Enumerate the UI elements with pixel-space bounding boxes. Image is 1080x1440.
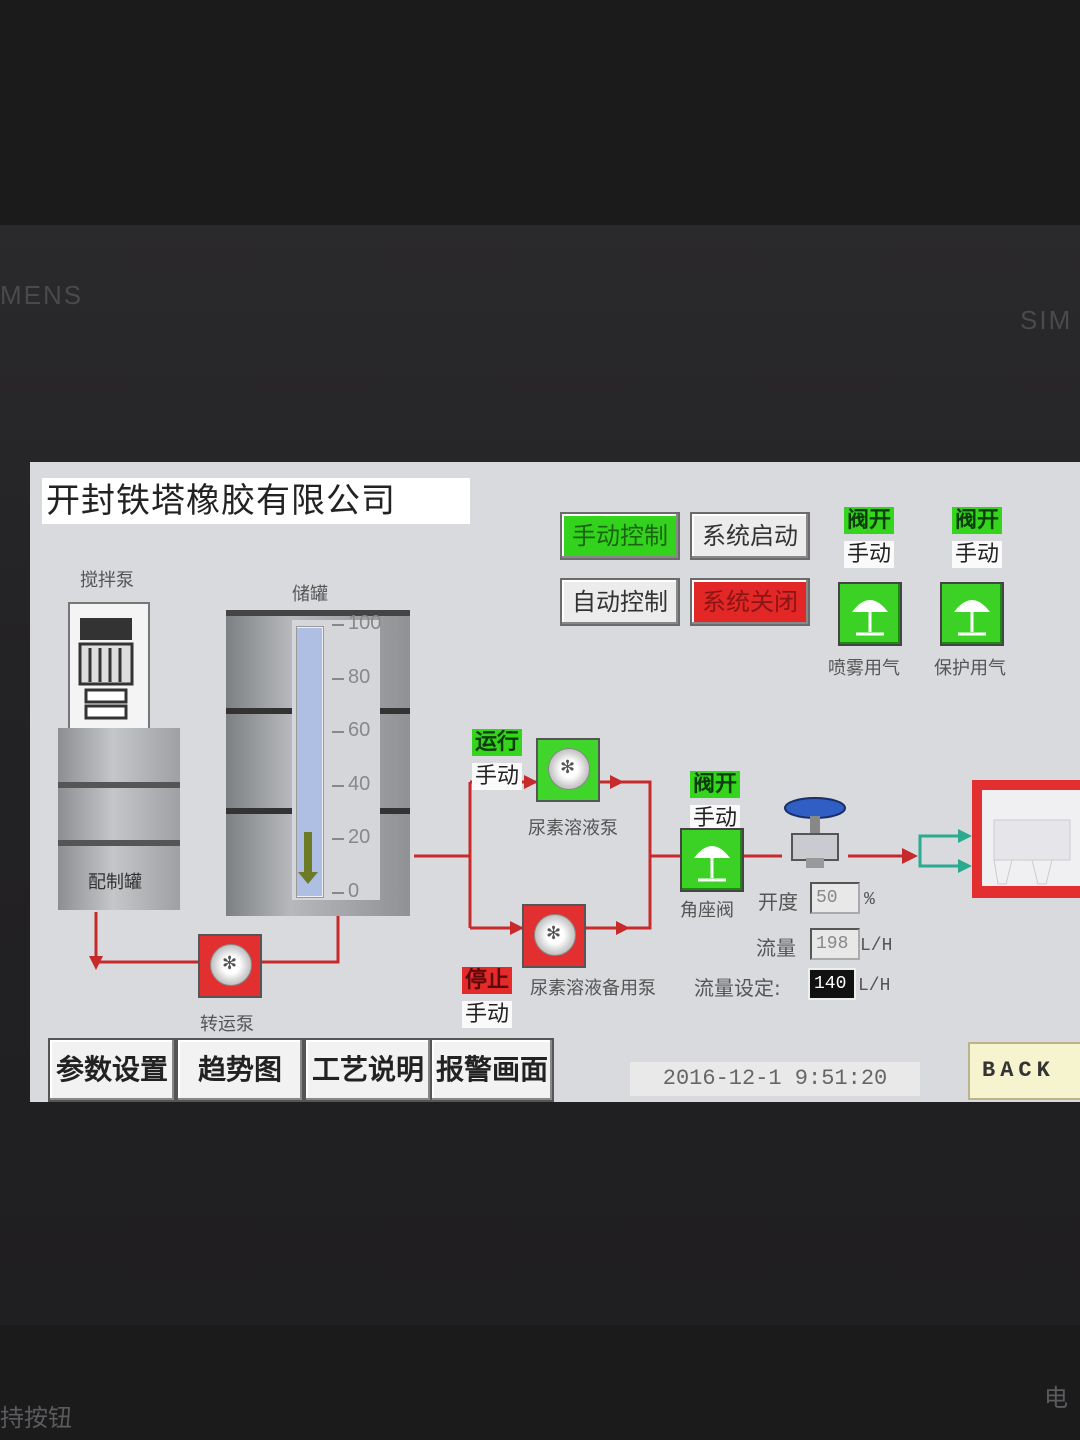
urea-backup-pump[interactable] bbox=[522, 904, 586, 968]
angle-valve[interactable] bbox=[680, 828, 744, 892]
hmi-screen: 开封铁塔橡胶有限公司 手动控制 系统启动 自动控制 系统关闭 阀开 手动 喷雾用… bbox=[30, 462, 1080, 1102]
brand-left: MENS bbox=[0, 280, 84, 310]
opening-unit: % bbox=[864, 890, 875, 910]
level-scale: 100 80 60 40 20 0 bbox=[332, 612, 386, 902]
urea-backup-pump-label: 尿素溶液备用泵 bbox=[530, 978, 656, 999]
level-gauge bbox=[292, 620, 380, 900]
flow-setpoint-label: 流量设定: bbox=[694, 976, 781, 1000]
spray-air-mode: 手动 bbox=[844, 541, 895, 568]
angle-valve-status-group: 阀开 手动 bbox=[690, 766, 741, 832]
scale-tick-label: 100 bbox=[348, 612, 382, 634]
scale-tick bbox=[332, 784, 344, 787]
impeller-icon bbox=[534, 914, 576, 956]
params-settings-button[interactable]: 参数设置 bbox=[48, 1038, 176, 1102]
flow-unit: L/H bbox=[860, 936, 893, 956]
regulating-valve-icon[interactable] bbox=[782, 796, 848, 870]
auto-control-button[interactable]: 自动控制 bbox=[560, 578, 680, 626]
bezel-label-left: 持按钮 bbox=[0, 1404, 72, 1432]
process-description-button[interactable]: 工艺说明 bbox=[304, 1038, 432, 1102]
scale-tick bbox=[332, 677, 344, 680]
urea-pump[interactable] bbox=[536, 738, 600, 802]
manual-control-button[interactable]: 手动控制 bbox=[560, 512, 680, 560]
protect-air-status: 阀开 bbox=[952, 507, 1003, 534]
umbrella-valve-icon bbox=[694, 846, 730, 882]
scale-tick bbox=[332, 892, 344, 894]
scale-tick-label: 60 bbox=[348, 719, 371, 742]
spray-air-label: 喷雾用气 bbox=[828, 658, 900, 679]
spray-air-status: 阀开 bbox=[844, 507, 895, 534]
protect-air-label: 保护用气 bbox=[934, 658, 1006, 679]
impeller-icon bbox=[548, 748, 590, 790]
main-pump-mode: 手动 bbox=[472, 763, 523, 790]
system-stop-button[interactable]: 系统关闭 bbox=[690, 578, 810, 626]
urea-pump-label: 尿素溶液泵 bbox=[528, 818, 618, 839]
storage-tank-label: 储罐 bbox=[292, 584, 328, 605]
scale-tick bbox=[332, 731, 344, 734]
angle-valve-mode: 手动 bbox=[690, 805, 741, 832]
scale-tick-label: 40 bbox=[348, 772, 371, 795]
angle-valve-label: 角座阀 bbox=[680, 900, 734, 921]
umbrella-valve-icon bbox=[940, 582, 1004, 646]
umbrella-valve-icon bbox=[838, 582, 902, 646]
backup-pump-status: 停止 bbox=[462, 967, 513, 994]
protect-air-valve[interactable]: 阀开 手动 保护用气 bbox=[934, 502, 1006, 680]
transfer-pump-label: 转运泵 bbox=[200, 1014, 254, 1035]
backup-pump-mode: 手动 bbox=[462, 1001, 513, 1028]
protect-air-mode: 手动 bbox=[952, 541, 1003, 568]
scale-tick-label: 80 bbox=[348, 665, 371, 688]
mixing-tank[interactable]: 配制罐 bbox=[58, 728, 180, 910]
opening-label: 开度 bbox=[758, 890, 798, 914]
transfer-pump[interactable] bbox=[198, 934, 262, 998]
impeller-icon bbox=[210, 944, 252, 986]
mixer-label: 搅拌泵 bbox=[80, 570, 134, 591]
spray-tower[interactable] bbox=[972, 780, 1080, 898]
bezel-label-right: 电 bbox=[1044, 1384, 1068, 1412]
angle-valve-status: 阀开 bbox=[690, 771, 741, 798]
alarm-screen-button[interactable]: 报警画面 bbox=[430, 1038, 554, 1102]
scale-tick-label: 20 bbox=[348, 826, 371, 849]
opening-field: 50 bbox=[810, 882, 860, 914]
datetime-display: 2016-12-1 9:51:20 bbox=[630, 1062, 920, 1096]
trend-chart-button[interactable]: 趋势图 bbox=[176, 1038, 304, 1102]
flow-label: 流量 bbox=[756, 936, 796, 960]
main-pump-status-group: 运行 手动 bbox=[472, 724, 523, 790]
scale-tick bbox=[332, 838, 344, 841]
mixer-motor-icon[interactable] bbox=[68, 602, 150, 730]
pipe-network bbox=[89, 775, 972, 970]
main-pump-status: 运行 bbox=[472, 729, 523, 756]
scale-tick-label: 0 bbox=[348, 880, 360, 902]
mixing-tank-label: 配制罐 bbox=[88, 872, 142, 893]
system-start-button[interactable]: 系统启动 bbox=[690, 512, 810, 560]
company-title: 开封铁塔橡胶有限公司 bbox=[42, 478, 470, 524]
backup-pump-status-group: 停止 手动 bbox=[462, 962, 513, 1028]
flow-setpoint-input[interactable]: 140 bbox=[808, 968, 856, 1000]
flow-setpoint-unit: L/H bbox=[858, 976, 891, 996]
brand-right: SIM bbox=[1020, 305, 1073, 335]
back-button[interactable]: BACK bbox=[968, 1042, 1080, 1100]
spray-air-valve[interactable]: 阀开 手动 喷雾用气 bbox=[828, 502, 902, 680]
scale-tick bbox=[332, 624, 344, 626]
flow-field: 198 bbox=[810, 928, 860, 960]
